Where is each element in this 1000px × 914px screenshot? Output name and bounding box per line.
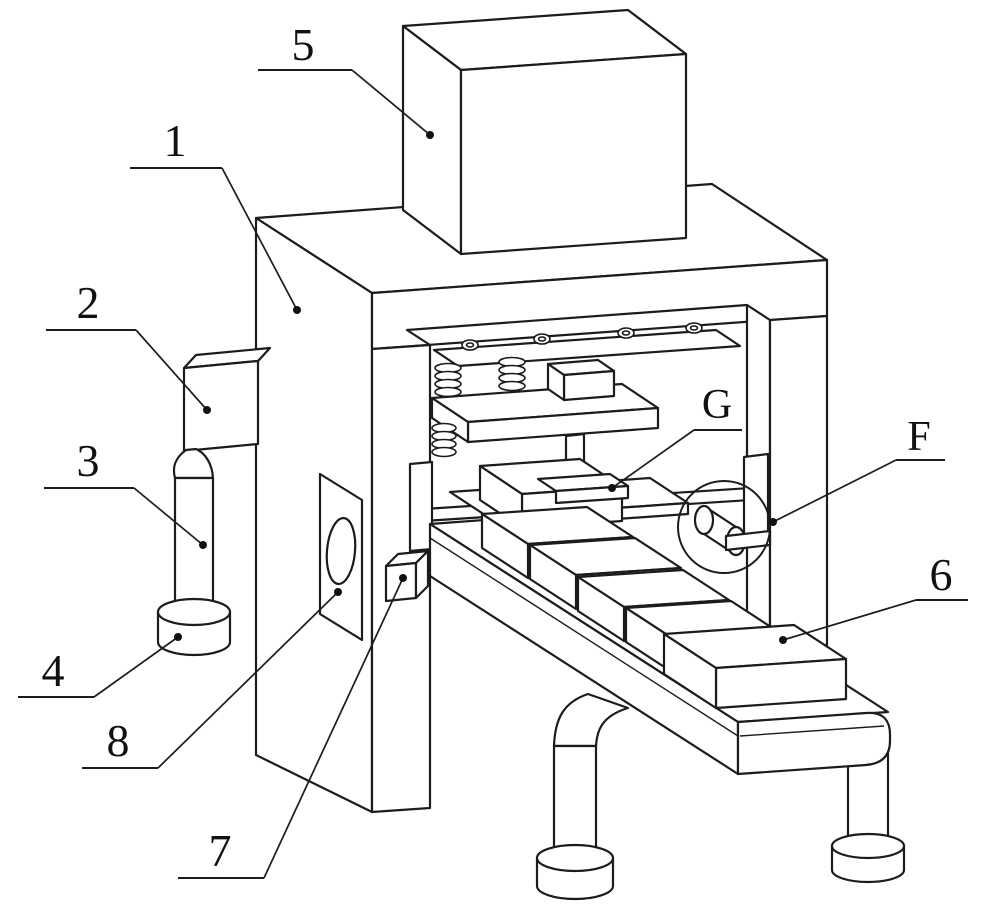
support-elbow [172,447,215,480]
bolt-center [621,330,631,336]
spring-stack-lower [431,422,457,458]
callout-5-dot [426,131,434,139]
callout-G: G [608,382,742,492]
callout-F: F [769,414,945,526]
left-support [156,346,272,657]
pipe-foot-top [156,597,232,627]
callout-F-text: F [907,414,930,460]
side-box-right [414,549,430,600]
product-box-5 [662,623,848,710]
detail-callout-circle [677,480,771,574]
callouts: 5 1 2 3 4 [18,19,968,879]
box-left [480,512,530,580]
callout-8: 8 [82,588,342,769]
bolt-center [689,325,699,331]
callout-4-leader [93,636,179,698]
conveyor-front-leg-elbow [552,692,630,748]
side-box [384,549,430,603]
callout-6-leader [782,599,917,641]
oval-plate-window [325,517,357,585]
callout-F-leader [772,459,897,523]
callout-F-dot [769,518,777,526]
frame-right-post-front [768,314,829,651]
hopper-box [401,8,688,256]
cylinder-block-left [546,362,566,402]
product-boxes [480,505,848,710]
support-arm-front [182,359,260,453]
frame-opening-underside-edge [405,303,749,347]
callout-4-dot [174,633,182,641]
box-left [662,632,718,710]
hopper-front-face [459,52,688,256]
support-pipe [173,476,215,618]
conveyor-end-face [736,711,892,776]
bolt-1 [461,339,479,351]
callout-G-leader [611,429,695,489]
bolt-4 [685,322,703,334]
conveyor-front-leg-pipe [552,744,598,860]
callout-1-dot [293,306,301,314]
callout-8-leader [157,591,339,769]
box-left [576,575,626,643]
callout-6: 6 [779,549,968,644]
spring-coil [431,446,457,458]
cylinder-block-front [562,369,616,402]
callout-4-text: 4 [42,645,65,696]
callout-2-dot [203,406,211,414]
belt-edge-side [429,537,739,737]
bolt-center [537,336,547,342]
callout-1-leader [221,167,298,311]
callout-3-dot [199,541,207,549]
callout-7-leader [263,577,404,879]
callout-1: 1 [130,115,301,314]
press-mechanism [430,322,742,485]
box-left [528,543,578,611]
roller-bracket [724,529,772,552]
bolt-center [465,342,475,348]
bolt-2 [533,333,551,345]
conveyor-rear-foot-top [830,832,906,860]
callout-7: 7 [178,574,407,879]
oval-plate [318,472,364,642]
callout-5-text: 5 [292,19,315,70]
box-front [714,657,848,710]
rail-left-tab [408,460,434,553]
conveyor-front-foot-top [535,843,615,873]
end-roller [677,480,772,574]
callout-3-text: 3 [77,435,100,486]
callout-5: 5 [258,19,434,139]
callout-1-text: 1 [164,115,187,166]
spring-coil [498,380,526,392]
callout-G-dot [608,484,616,492]
bolt-3 [617,327,635,339]
spring-stack-left [434,362,462,398]
callout-6-dot [779,636,787,644]
callout-5-leader [351,69,431,136]
rail-right-tab [742,452,770,542]
callout-3-leader [133,487,204,546]
callout-2-leader [135,329,208,411]
belt-edge-end [739,725,885,737]
callout-6-text: 6 [930,549,953,600]
callout-3: 3 [44,435,207,549]
roller-end-near [693,504,715,536]
callout-2: 2 [46,277,211,414]
spring-stack-mid [498,356,526,392]
callout-8-text: 8 [107,715,130,766]
callout-2-text: 2 [77,277,100,328]
press-plate-left [430,396,470,444]
callout-7-dot [399,574,407,582]
press-cylinder-block [546,358,616,402]
callout-4: 4 [18,633,182,698]
callout-G-text: G [702,382,732,428]
callout-8-dot [334,588,342,596]
callout-7-text: 7 [209,825,232,876]
